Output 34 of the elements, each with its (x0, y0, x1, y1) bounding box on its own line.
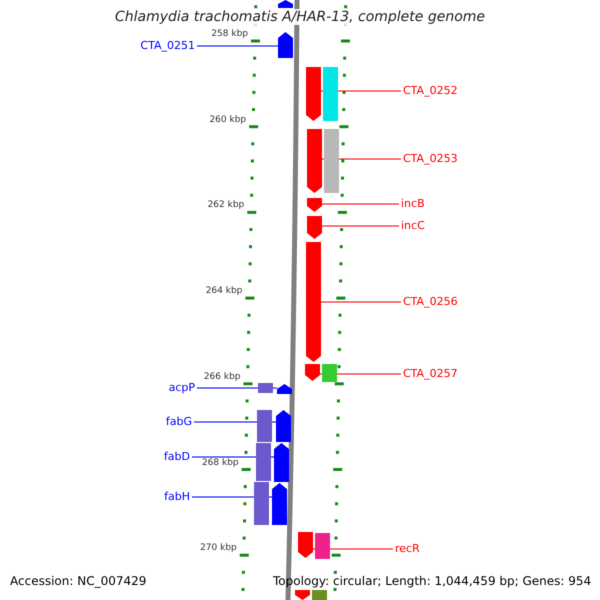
footer-text: Accession: NC_007429 (10, 574, 146, 588)
scale-label: 260 kbp (209, 114, 246, 125)
gene-glyph (277, 384, 292, 394)
gene-glyph (295, 590, 310, 600)
scale-label: 266 kbp (204, 372, 241, 382)
gene-glyph (278, 32, 293, 58)
gene-label: CTA_0252 (403, 84, 458, 97)
scale-label: 270 kbp (200, 543, 237, 554)
gene-label: CTA_0256 (403, 295, 458, 308)
gene-glyph (298, 532, 313, 558)
scale-label: 262 kbp (208, 200, 244, 210)
gene-glyph (307, 216, 322, 239)
gene-glyph (276, 410, 291, 442)
gene-label: CTA_0251 (140, 39, 195, 52)
gene-label: CTA_0257 (403, 367, 458, 380)
scale-label: 264 kbp (206, 286, 242, 296)
gene-label: CTA_0253 (403, 152, 458, 165)
scale-label: 258 kbp (211, 29, 248, 39)
gene-glyph (307, 198, 322, 212)
gene-glyph (306, 67, 321, 121)
gene-label: fabH (164, 490, 190, 503)
gene-label: acpP (168, 381, 195, 394)
gene-label: fabG (166, 415, 192, 428)
gene-label: incC (401, 219, 425, 232)
footer-text: Topology: circular; Length: 1,044,459 bp; Genes: 954 (273, 574, 592, 588)
scale-label: 268 kbp (202, 458, 239, 468)
gene-glyph (272, 483, 287, 525)
gene-glyph (305, 364, 320, 381)
gene-glyph (274, 443, 289, 482)
gene-label: recR (395, 542, 420, 555)
gene-glyph (306, 242, 321, 362)
gene-label: incB (401, 197, 425, 210)
gene-label: fabD (164, 450, 190, 463)
gene-glyph (307, 129, 322, 193)
